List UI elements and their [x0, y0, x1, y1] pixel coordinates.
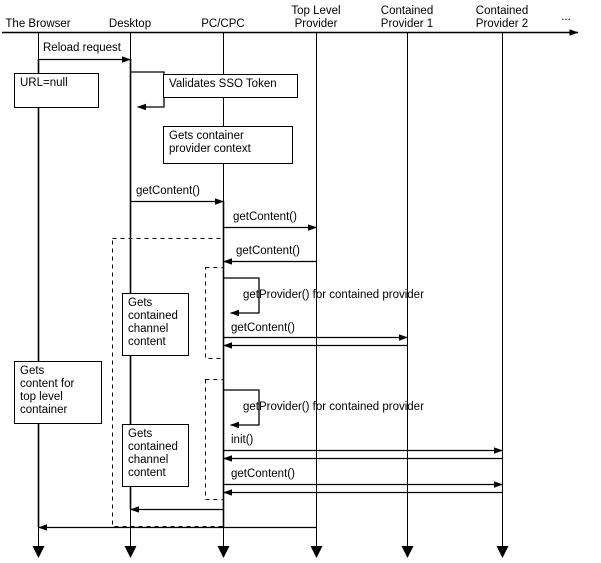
lifeline-end-arrow-toplevel — [310, 546, 323, 558]
message-label-reload-request: Reload request — [43, 42, 121, 54]
fragment-inner-loop-2 — [205, 379, 224, 500]
lifeline-header-desktop: Desktop — [108, 18, 152, 30]
lifeline-header-pccpc: PC/CPC — [201, 18, 245, 30]
message-label-getprovider-2: getProvider() for contained provider — [243, 401, 424, 413]
lifeline-header-contained2: Contained Provider 2 — [475, 5, 529, 30]
fragment-inner-loop-1 — [205, 267, 224, 359]
lifeline-header-contained1: Contained Provider 1 — [380, 5, 434, 30]
message-getprovider-2 — [223, 389, 260, 429]
lifeline-end-arrow-pccpc — [217, 546, 230, 558]
note-gets-contained-1: Gets contained channel content — [122, 293, 189, 356]
fragments-layer — [112, 238, 224, 527]
note-gets-container: Gets container provider context — [163, 126, 293, 164]
ellipsis-label: ... — [561, 11, 571, 23]
lifeline-header-browser: The Browser — [5, 18, 71, 30]
message-label-getcontent-5: getContent() — [231, 468, 295, 480]
note-url-null: URL=null — [14, 73, 99, 108]
message-label-getcontent-3: getContent() — [236, 245, 300, 257]
note-gets-contained-2: Gets contained channel content — [122, 424, 189, 487]
messages-layer — [38, 56, 503, 531]
note-validates-sso: Validates SSO Token — [163, 74, 298, 98]
message-desktop-self — [130, 71, 165, 111]
lifeline-end-arrow-browser — [32, 546, 45, 558]
message-label-getcontent-4: getContent() — [231, 322, 295, 334]
lifeline-end-arrow-contained2 — [496, 546, 509, 558]
message-getprovider-1 — [223, 277, 260, 317]
lifeline-end-arrow-contained1 — [401, 546, 414, 558]
message-label-getprovider-1: getProvider() for contained provider — [243, 289, 424, 301]
message-label-init: init() — [231, 434, 254, 446]
lifeline-end-arrow-desktop — [124, 546, 137, 558]
note-gets-toplevel: Gets content for top level container — [14, 361, 102, 424]
lifeline-header-toplevel: Top Level Provider — [291, 5, 341, 30]
message-label-getcontent-1: getContent() — [136, 185, 200, 197]
message-label-getcontent-2: getContent() — [233, 211, 297, 223]
